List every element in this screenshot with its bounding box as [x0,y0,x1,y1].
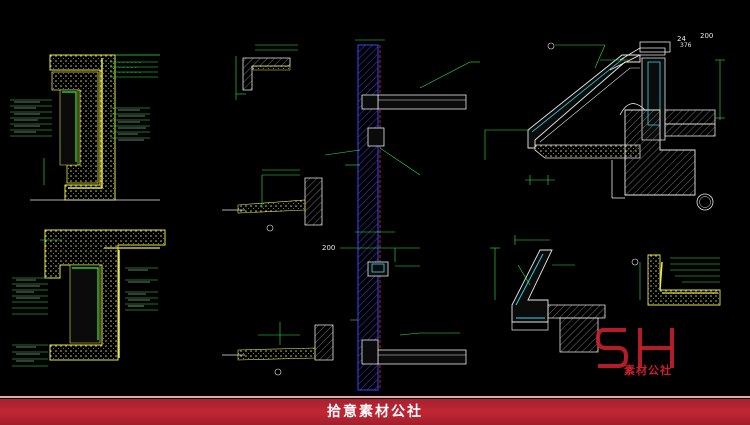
footer-band [0,399,750,425]
detail-roof-eave: 24 200 376 [484,32,725,211]
detail-corner-small [631,254,721,306]
footer-caption: 拾意素材公社 [327,404,423,420]
svg-text:~ ~ ~ ~ ~ ~: ~ ~ ~ ~ ~ ~ [118,71,141,75]
footer-banner: 拾意素材公社 [0,393,750,425]
detail-eave-lower [222,322,334,376]
dimension-200-left: 200 [322,244,335,252]
detail-wall-section: 200 [322,39,480,391]
watermark-text: 素材公社 [624,364,672,377]
detail-top-left: ~ ~ ~ ~ ~ ~~ ~ ~ ~ ~ ~ ~ ~ ~ ~ ~ [10,54,160,201]
svg-text:~ ~ ~ ~ ~ ~: ~ ~ ~ ~ ~ ~ [118,61,141,65]
detail-eave-mid [222,169,323,232]
svg-text:~ ~ ~ ~ ~: ~ ~ ~ ~ ~ [118,66,137,70]
sh-watermark-logo [596,328,674,368]
footer-stripe [0,396,750,398]
sh-logo-icon [596,328,674,368]
dimension-376: 376 [680,42,692,49]
dimension-24: 24 [677,35,686,43]
detail-parapet-small [235,44,298,100]
dimension-200-right: 200 [700,32,713,40]
detail-bottom-left [12,229,166,367]
detail-overhang [490,235,606,353]
